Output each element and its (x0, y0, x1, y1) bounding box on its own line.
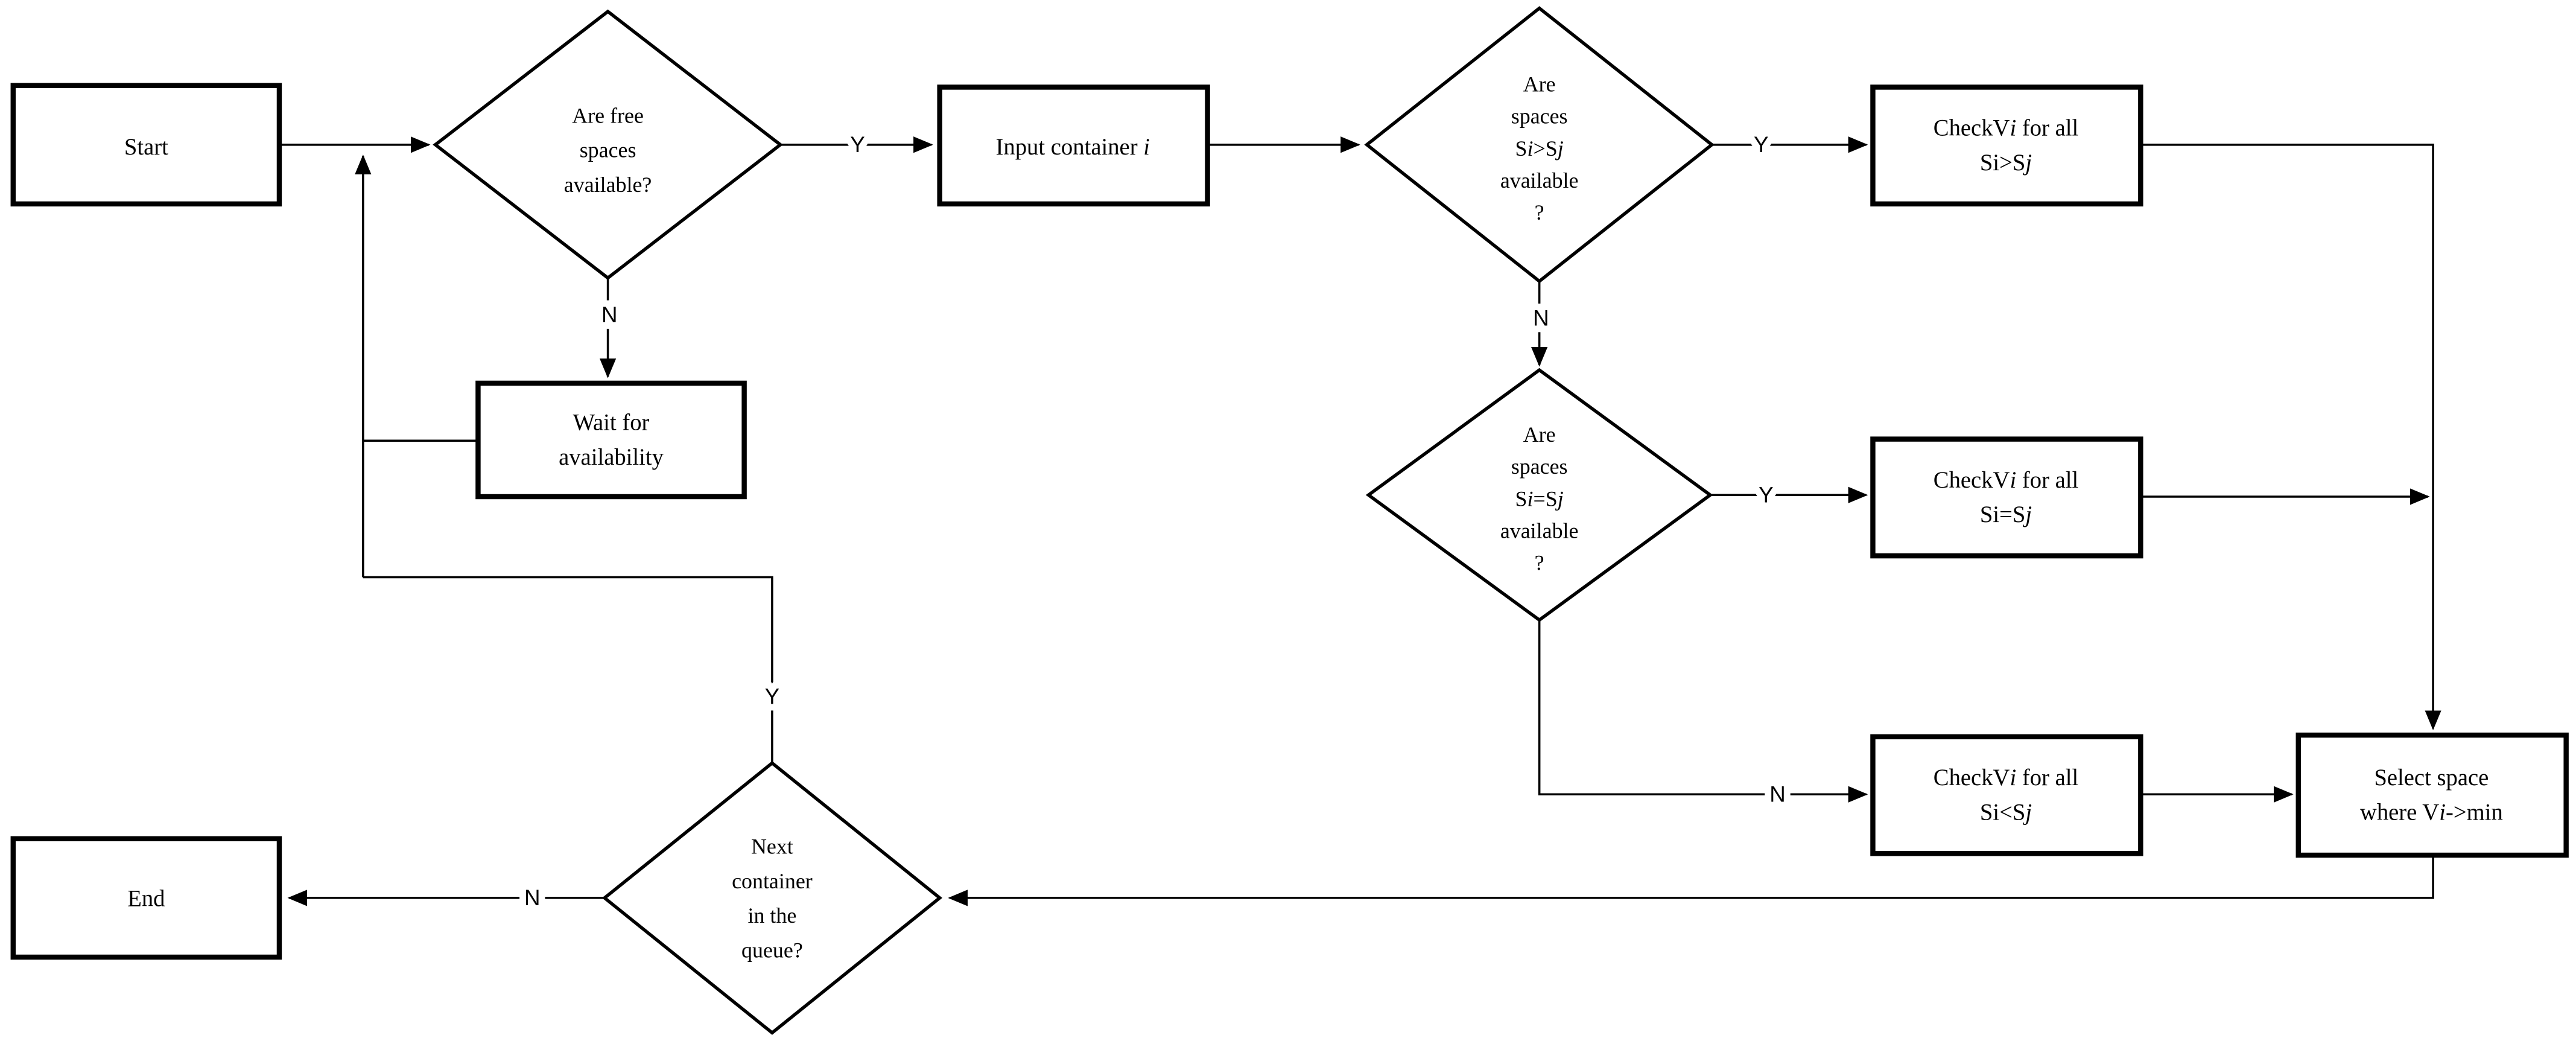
end-label: End (127, 886, 165, 911)
spaces-gt-diamond (1364, 6, 1715, 284)
node-input-container: Input container i (937, 84, 1210, 207)
label-spaces-gt-yes: Y (1754, 132, 1769, 157)
label-spaces-gt-no: N (1533, 306, 1549, 331)
label-spaces-eq-no: N (1769, 782, 1786, 806)
node-start: Start (10, 83, 282, 207)
spaces-eq-diamond (1365, 368, 1713, 622)
start-box (10, 83, 282, 207)
wait-box (475, 380, 747, 500)
edge-next-container-yes-feedback (363, 576, 773, 763)
end-box (10, 836, 282, 960)
check-vi-eq-box (1870, 436, 2143, 559)
check-vi-lt-box (1870, 734, 2143, 856)
edge-spaces-eq-no-to-check-lt (1538, 620, 1868, 803)
node-end: End (10, 836, 282, 960)
select-space-box (2295, 732, 2569, 858)
check-vi-gt-box (1870, 84, 2143, 207)
free-spaces-diamond (433, 9, 783, 280)
next-container-diamond (601, 760, 943, 1035)
label-next-container-yes: Y (765, 684, 780, 708)
label-spaces-eq-yes: Y (1759, 483, 1774, 508)
label-next-container-no: N (524, 885, 541, 910)
input-container-label: Input container i (996, 135, 1150, 160)
input-container-box (937, 84, 1210, 207)
start-label: Start (124, 135, 168, 160)
label-free-spaces-no: N (601, 302, 618, 327)
label-free-spaces-yes: Y (850, 132, 865, 157)
edge-check-gt-to-select (2140, 144, 2441, 730)
edge-select-to-next-container (948, 855, 2434, 906)
